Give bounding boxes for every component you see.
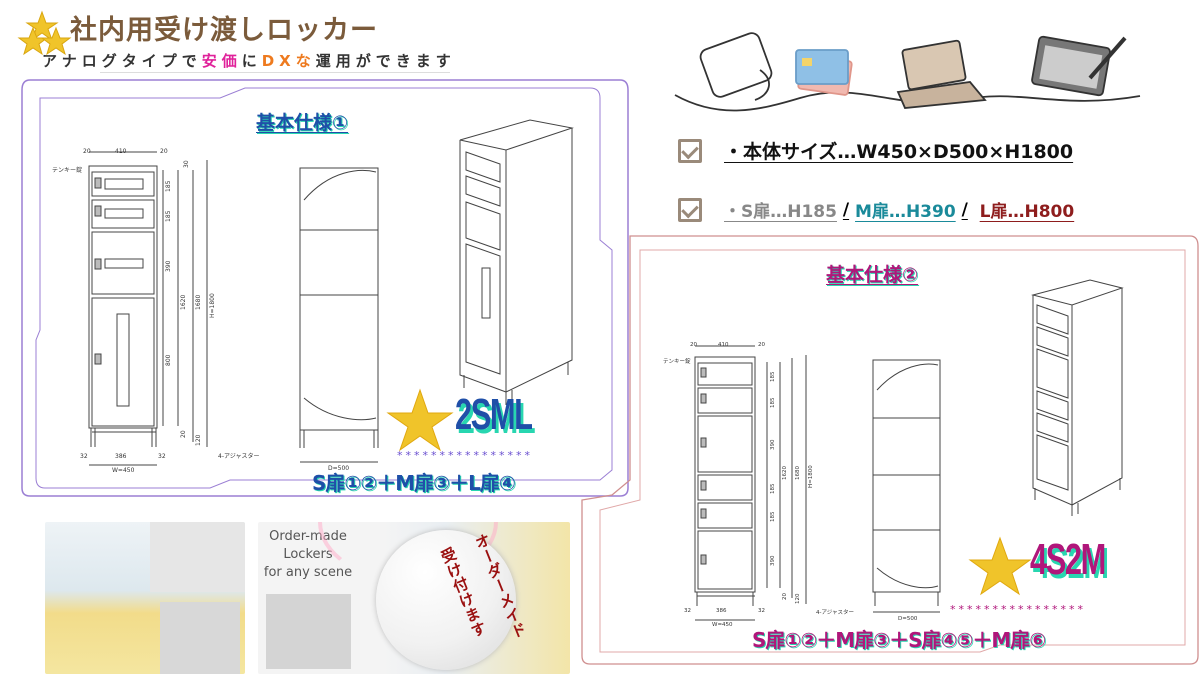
lock-label: テンキー錠 [52, 166, 82, 174]
dim-label: 185 [770, 371, 776, 382]
dim-label: 120 [195, 434, 202, 446]
spec1-stars: **************** [397, 449, 533, 462]
title-stars-icon [17, 10, 72, 56]
dim-label: 120 [795, 593, 801, 604]
dim-label: 32 [158, 453, 166, 460]
subtitle-divider [100, 72, 450, 73]
dim-label: 386 [115, 453, 127, 460]
adjuster-label: 4-アジャスター [218, 452, 259, 460]
spec1-combo: S扉①②＋M扉③＋L扉④ [312, 471, 516, 495]
spec2-stars: **************** [950, 603, 1086, 616]
dim-label: 1620 [782, 466, 788, 480]
body-size-text: ・本体サイズ…W450×D500×H1800 [724, 141, 1074, 163]
door-m-text: M扉…H390 [855, 202, 956, 222]
spec2-inner-border [599, 249, 1186, 653]
spec1-dimension-labels: 20 410 20 テンキー錠 30 185 185 390 800 1620 … [52, 148, 259, 474]
spec2-front-drawing [694, 345, 807, 621]
spec2-dimension-labels: 20 410 20 テンキー錠 185 185 390 185 185 390 … [663, 342, 854, 628]
dim-label: 20 [690, 342, 697, 348]
spec2-perspective-drawing [1031, 279, 1124, 516]
spec2-combo: S扉①②＋M扉③＋S扉④⑤＋M扉⑥ [752, 628, 1046, 652]
dim-label: 185 [165, 210, 172, 222]
spec2-panel-border [581, 235, 1199, 665]
dim-label: 20 [180, 430, 187, 438]
dim-label: 185 [165, 180, 172, 192]
lock-label: テンキー錠 [663, 357, 691, 365]
separator: / [961, 199, 968, 220]
dim-label: 386 [716, 608, 727, 614]
spec-body-size: ・本体サイズ…W450×D500×H1800 [678, 137, 1073, 164]
dim-label: 1620 [180, 295, 187, 310]
dim-label: 20 [782, 593, 788, 600]
dim-label: 32 [758, 608, 765, 614]
dim-label: 30 [183, 160, 190, 168]
checkbox-icon [678, 197, 702, 222]
subtitle-dx: DX [261, 52, 296, 70]
promo-image-order-made: Order-made Lockers for any scene オーダーメイド… [258, 522, 570, 674]
spec2-model: 4S2M [1030, 535, 1106, 584]
dim-label: 1680 [795, 466, 801, 480]
bubble [376, 530, 516, 670]
spec1-front-drawing [88, 151, 208, 466]
credit-card-icon [795, 49, 853, 96]
spec1-panel-border [21, 79, 629, 497]
dim-label: 185 [770, 511, 776, 522]
dim-label: 20 [160, 148, 168, 155]
dim-label: 20 [758, 342, 765, 348]
spec2-heading: 基本仕様② [826, 264, 919, 286]
dim-label: 185 [770, 483, 776, 494]
spec-door-sizes: ・S扉…H185 / M扉…H390 / L扉…H800 [678, 197, 1074, 222]
dim-label: 20 [83, 148, 91, 155]
subtitle-text: な [295, 52, 316, 70]
dim-label: H=1800 [808, 465, 814, 488]
dim-label: 185 [770, 397, 776, 408]
subtitle-cheap: 安価 [201, 52, 242, 70]
door-l-text: L扉…H800 [979, 202, 1075, 222]
power-bank-icon [699, 32, 773, 101]
tablet-pen-icon [1031, 35, 1127, 97]
page-subtitle: アナログタイプで安価にDXな運用ができます [42, 50, 456, 71]
dim-label: 390 [770, 439, 776, 450]
spec2-depth-label: D=500 [898, 616, 918, 622]
spec1-model: 2SML [455, 390, 533, 439]
gadget-illustration [674, 32, 1141, 112]
dim-label: 410 [115, 148, 127, 155]
dim-label: 32 [80, 453, 88, 460]
spec1-side-drawing [299, 167, 379, 463]
door-s-text: ・S扉…H185 [724, 202, 837, 222]
dim-label: 1680 [195, 295, 202, 310]
spec2-star-icon [968, 536, 1032, 596]
promo-line-3: for any scene [263, 565, 353, 580]
spec1-heading: 基本仕様① [256, 112, 349, 134]
spec1-depth-label: D=500 [328, 465, 349, 472]
separator: / [842, 199, 850, 220]
dim-label: H=1800 [209, 293, 216, 318]
spec1-inner-border [35, 87, 613, 489]
spec1-perspective-drawing [459, 119, 574, 405]
laptop-icon [896, 39, 987, 109]
dim-label: W=450 [112, 467, 135, 474]
promo-line-2: Lockers [283, 547, 333, 562]
dim-label: 32 [684, 608, 691, 614]
dim-label: 410 [718, 342, 729, 348]
dim-label: 390 [770, 555, 776, 566]
checkbox-icon [678, 138, 702, 163]
page-title: 社内用受け渡しロッカー [70, 15, 378, 46]
spec1-star-icon [386, 388, 454, 452]
subtitle-text: 運用ができます [315, 52, 456, 70]
dim-label: 800 [165, 354, 172, 366]
subtitle-text: に [241, 52, 262, 70]
promo-image-office-illustration [45, 522, 245, 674]
subtitle-text: アナログタイプで [42, 52, 202, 70]
dim-label: 390 [165, 260, 172, 272]
dim-label: W=450 [712, 622, 733, 628]
spec2-side-drawing [872, 359, 941, 613]
adjuster-label: 4-アジャスター [816, 608, 854, 616]
